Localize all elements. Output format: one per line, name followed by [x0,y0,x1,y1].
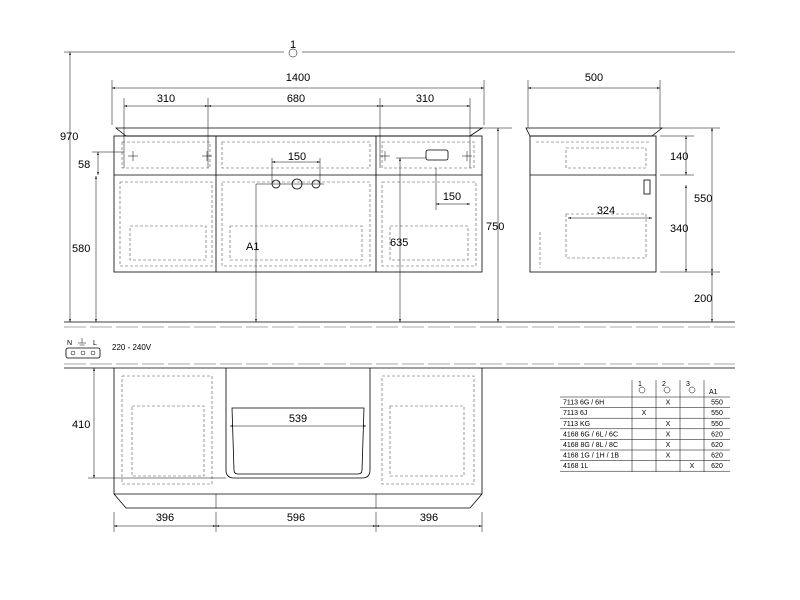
header-col-1: 1 [638,381,646,394]
row-code: 4168 1L [563,463,588,470]
dim-inner-depth: 324 [597,205,615,217]
row-col-2: X [666,453,671,460]
svg-text:1: 1 [638,381,642,388]
table-row: 4168 8G / 8L / 8C X 620 [560,442,730,451]
dim-overall-height: 750 [486,221,504,233]
dim-right-module: 310 [416,93,434,105]
row-a1: 620 [711,463,723,470]
dim-left-module: 310 [157,93,175,105]
row-code: 4168 6G / 6L / 6C [563,431,618,438]
header-col-3: 3 [686,381,696,394]
header-col-2: 2 [662,381,671,394]
row-a1: 620 [711,453,723,460]
row-code: 7113 6J [563,410,587,417]
table-row: 7113 6J X 550 [560,410,730,419]
dim-side-height: 550 [694,193,712,205]
dim-total-height: 970 [60,131,78,143]
dim-lower-drawer: 340 [670,223,688,235]
row-code: 4168 8G / 8L / 8C [563,442,618,449]
dim-depth: 500 [585,72,603,84]
dim-center-height: 635 [390,237,408,249]
table-row: 4168 1G / 1H / 1B X 620 [560,453,730,461]
front-view: 1 1400 310 680 310 [60,39,735,322]
floor-line [64,321,735,328]
label-neutral: N [67,340,72,347]
callout-1-symbol [288,48,298,58]
row-a1: 550 [711,410,723,417]
row-col-1: X [642,410,647,417]
row-code: 4168 1G / 1H / 1B [563,453,619,460]
row-code: 7113 KG [563,421,590,428]
table-row: 4168 6G / 6L / 6C X 620 [560,431,730,440]
dim-width-total: 1400 [286,72,310,84]
table-row: 4168 1L X 620 [560,463,730,472]
label-a1: A1 [246,241,259,253]
side-view: 500 324 140 340 550 200 [525,72,720,322]
table-row: 7113 KG X 550 [560,421,730,430]
header-col-a1: A1 [709,389,718,396]
row-col-2: X [666,431,671,438]
row-code: 7113 6G / 6H [563,400,604,407]
electrical-connector: N L 220 - 240V [65,338,152,359]
dim-floor-clearance: 200 [694,293,712,305]
dim-lower-height: 580 [72,243,90,255]
row-a1: 620 [711,442,723,449]
dim-plan-left: 396 [156,512,174,524]
dim-plan-depth: 410 [72,419,90,431]
dim-top-drawer: 140 [670,151,688,163]
label-live: L [93,340,97,347]
row-col-2: X [666,400,671,407]
dim-plan-right: 396 [420,512,438,524]
dim-center-module: 680 [287,93,305,105]
dim-plan-inner-width: 539 [289,413,307,425]
row-a1: 550 [711,400,723,407]
dim-drawer-gap: 58 [78,159,90,171]
voltage-label: 220 - 240V [112,343,152,352]
row-col-3: X [690,463,695,470]
row-a1: 620 [711,431,723,438]
row-col-2: X [666,421,671,428]
plan-view: 539 410 396 596 396 [72,368,483,532]
row-col-2: X [666,442,671,449]
ground-icon [78,338,86,346]
dim-tap-spacing: 150 [288,151,306,163]
table-row: 7113 6G / 6H X 550 [560,400,730,408]
dim-side-offset: 150 [443,191,461,203]
svg-text:3: 3 [686,381,690,388]
row-a1: 550 [711,421,723,428]
svg-text:2: 2 [662,381,666,388]
dim-plan-center: 596 [287,512,305,524]
callout-1-label: 1 [290,39,296,51]
